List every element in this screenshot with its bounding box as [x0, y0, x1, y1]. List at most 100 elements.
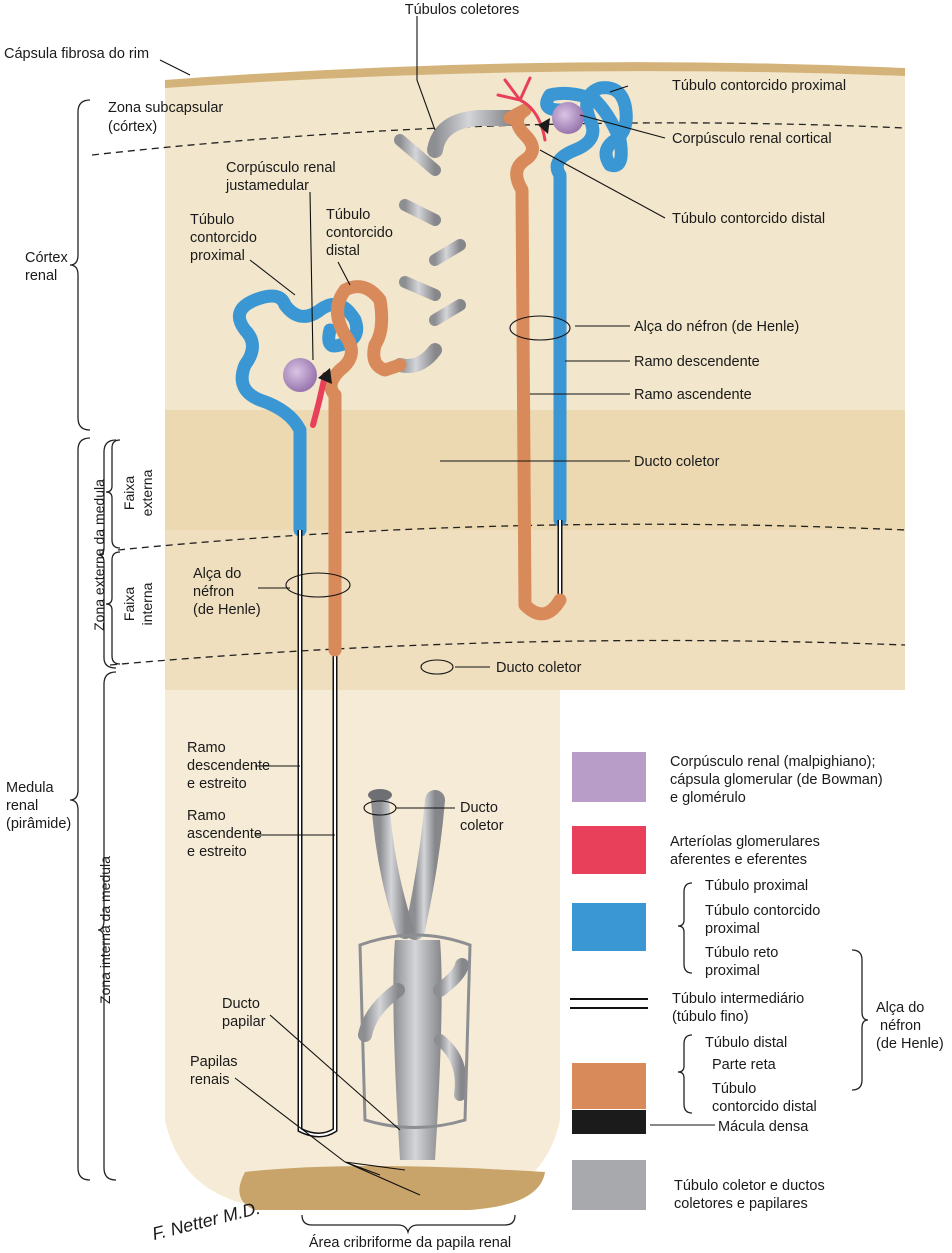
label-cortex-2: renal	[25, 268, 57, 284]
cortical-nephron	[496, 76, 633, 621]
label-cortical-ascending: Ramo ascendente	[634, 387, 752, 403]
papillary-cup	[358, 933, 472, 1129]
label-cortical-collecting: Ducto coletor	[634, 454, 720, 470]
stripe-medulla-border	[109, 639, 906, 666]
outer-stripe-brace	[105, 439, 121, 549]
cortical-distal	[503, 103, 567, 621]
label-medulla-2: renal	[6, 798, 38, 814]
papillary-duct-trunk	[393, 940, 442, 1160]
label-collecting-low-2: coletor	[460, 818, 504, 834]
legend-dct-2: contorcido distal	[712, 1099, 817, 1115]
jm-proximal-convoluted	[232, 289, 364, 537]
collecting-branch-4	[399, 276, 441, 301]
label-cortex-1: Córtex	[25, 250, 68, 266]
cortical-corpuscle	[552, 102, 584, 134]
label-outer-stripe-2: externa	[139, 469, 155, 516]
legend-pst-1: Túbulo reto	[705, 945, 778, 961]
legend-intermediate-2: (túbulo fino)	[672, 1009, 749, 1025]
label-inner-stripe-2: interna	[139, 582, 155, 625]
label-jm-loop-1: Alça do	[193, 566, 241, 582]
legend-swatch-collecting	[572, 1160, 646, 1210]
legend-pst-2: proximal	[705, 963, 760, 979]
collecting-opening-left	[368, 789, 392, 801]
collecting-branch-5	[429, 299, 466, 326]
legend-arterioles-2: aferentes e eferentes	[670, 852, 807, 868]
papillary-branch-low	[434, 1034, 467, 1101]
label-thin-desc-2: descendente	[187, 758, 270, 774]
jm-corpuscle	[283, 358, 317, 392]
label-subcapsular-1: Zona subcapsular	[108, 100, 223, 116]
medulla-brace	[69, 437, 91, 1181]
legend-proximal: Túbulo proximal	[705, 878, 808, 894]
label-jm-loop-3: (de Henle)	[193, 602, 261, 618]
label-jm-pct-3: proximal	[190, 248, 245, 264]
cortex-region	[165, 65, 905, 410]
label-jm-loop-2: néfron	[193, 584, 234, 600]
legend-distal-brace	[677, 1034, 693, 1114]
outer-stripe-region	[165, 410, 905, 530]
label-cortical-corpuscle: Corpúsculo renal cortical	[672, 131, 832, 147]
label-papillary-1: Ducto	[222, 996, 260, 1012]
label-jm-corpuscle-2: justamedular	[225, 178, 309, 194]
legend-swatch-corpuscle	[572, 752, 646, 802]
label-medulla-1: Medula	[6, 780, 54, 796]
legend-collecting-1: Túbulo coletor e ductos	[674, 1178, 825, 1194]
legend-swatch-proximal	[572, 903, 646, 951]
jm-macula-densa	[318, 368, 332, 384]
jm-distal-straight	[324, 280, 407, 657]
inner-medulla-brace	[97, 671, 117, 1181]
collecting-branch-3	[429, 239, 466, 266]
legend-loop-2: néfron	[880, 1018, 921, 1034]
cortical-macula-densa	[538, 118, 550, 134]
label-jm-dct-3: distal	[326, 243, 360, 259]
label-outer-stripe-1: Faixa	[121, 476, 137, 510]
cortex-brace	[69, 99, 91, 431]
cortical-arterioles	[496, 76, 547, 142]
collecting-fork-right	[405, 790, 445, 940]
diagram-labels: Túbulos coletores Cápsula fibrosa do rim…	[4, 2, 846, 1251]
papillary-branch-left	[358, 983, 405, 1042]
label-cortical-loop: Alça do néfron (de Henle)	[634, 319, 799, 335]
label-collecting-low-1: Ducto	[460, 800, 498, 816]
renal-capsule	[165, 62, 905, 88]
collecting-branch-2	[399, 199, 441, 226]
legend-dct-1: Túbulo	[712, 1081, 756, 1097]
legend-loop-1: Alça do	[876, 1000, 924, 1016]
legend-swatch-distal	[572, 1063, 646, 1109]
legend-collecting-2: coletores e papilares	[674, 1196, 808, 1212]
collecting-duct-system	[358, 110, 518, 1160]
papilla-base	[239, 1166, 545, 1210]
outer-inner-stripe-border	[117, 523, 906, 551]
legend-arterioles-1: Arteríolas glomerulares	[670, 834, 820, 850]
label-subcapsular-2: (córtex)	[108, 119, 157, 135]
legend-corpuscle-2: cápsula glomerular (de Bowman)	[670, 772, 883, 788]
cortical-proximal-convoluted	[540, 81, 633, 527]
label-medulla-3: (pirâmide)	[6, 816, 71, 832]
legend-pct-1: Túbulo contorcido	[705, 903, 820, 919]
legend-swatch-arterioles	[572, 826, 646, 874]
label-thin-asc-1: Ramo	[187, 808, 226, 824]
label-cortical-descending: Ramo descendente	[634, 354, 760, 370]
label-papillae-1: Papilas	[190, 1054, 238, 1070]
cribriform-brace	[301, 1214, 516, 1235]
legend-corpuscle-1: Corpúsculo renal (malpighiano);	[670, 754, 876, 770]
label-outer-medulla: Zona externa da medula	[91, 479, 107, 631]
jm-thin-limb-inner	[299, 530, 336, 1136]
label-jm-pct-2: contorcido	[190, 230, 257, 246]
legend-straight: Parte reta	[712, 1057, 777, 1073]
papillary-branch-right	[433, 958, 469, 997]
label-jm-corpuscle-1: Corpúsculo renal	[226, 160, 336, 176]
label-papillary-2: papilar	[222, 1014, 266, 1030]
outer-medulla-brace	[97, 439, 117, 669]
label-papillae-2: renais	[190, 1072, 230, 1088]
netter-signature: F. Netter M.D.	[150, 1198, 262, 1244]
legend-intermediate-1: Túbulo intermediário	[672, 991, 804, 1007]
legend-proximal-brace	[677, 882, 693, 974]
label-thin-desc-1: Ramo	[187, 740, 226, 756]
juxtamedullary-nephron	[232, 280, 407, 1138]
label-thin-desc-3: e estreito	[187, 776, 247, 792]
collecting-branch-1	[394, 134, 441, 176]
label-cortical-pct: Túbulo contorcido proximal	[672, 78, 846, 94]
legend-loop-3: (de Henle)	[876, 1036, 944, 1052]
